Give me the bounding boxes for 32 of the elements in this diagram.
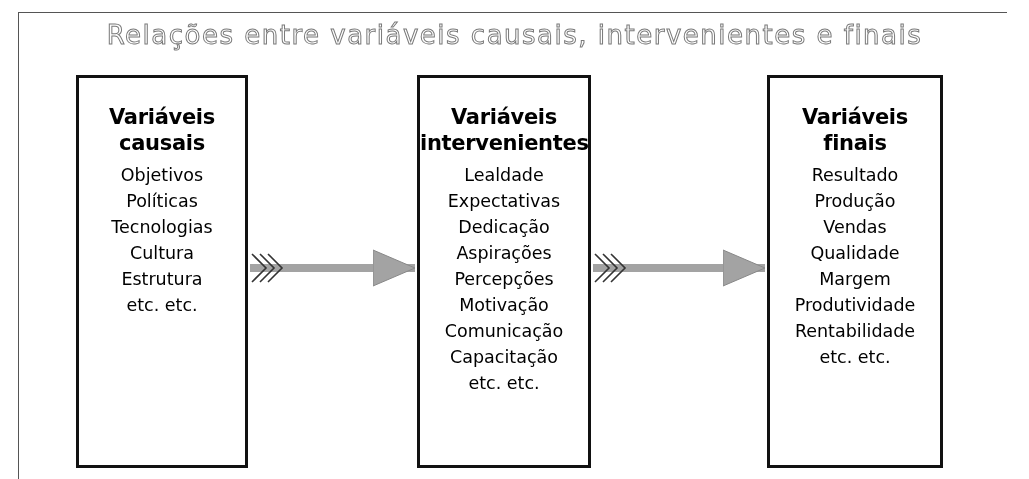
variable-name: Produtividade: [794, 294, 916, 317]
variable-name: Margem: [819, 268, 891, 291]
box-heading: Variáveis causais: [108, 104, 216, 156]
variable-name: Motivação: [459, 294, 549, 317]
variable-name: Lealdade: [464, 164, 544, 187]
variable-box: [76, 75, 248, 468]
variable-name: Comunicação: [444, 320, 564, 343]
variable-name: Produção: [814, 190, 896, 213]
title: Relações entre variáveis causais, intervenientes e finais: [105, 20, 924, 50]
variable-name: Capacitação: [450, 346, 558, 369]
arrow: [593, 249, 766, 287]
variable-name: Expectativas: [447, 190, 561, 213]
variable-name: Tecnologias: [111, 216, 213, 239]
variable-name: Aspirações: [456, 242, 552, 265]
variable-box: [417, 75, 591, 468]
variable-name: Qualidade: [810, 242, 900, 265]
variable-box: [767, 75, 943, 468]
variable-name: Rentabilidade: [794, 320, 916, 343]
variable-name: Percepções: [454, 268, 554, 291]
variable-name: Estrutura: [121, 268, 203, 291]
variable-name: Objetivos: [120, 164, 204, 187]
arrow: [250, 249, 416, 287]
variable-name: etc. etc.: [819, 346, 891, 369]
box-heading: Variáveis finais: [801, 104, 909, 156]
variable-name: Cultura: [129, 242, 194, 265]
variable-name: Políticas: [126, 190, 198, 213]
variable-name: Dedicação: [458, 216, 550, 239]
variable-name: Vendas: [823, 216, 887, 239]
variable-name: Resultado: [811, 164, 899, 187]
variable-name: etc. etc.: [126, 294, 198, 317]
box-heading: Variáveis intervenientes: [420, 104, 588, 156]
variable-name: etc. etc.: [468, 372, 540, 395]
